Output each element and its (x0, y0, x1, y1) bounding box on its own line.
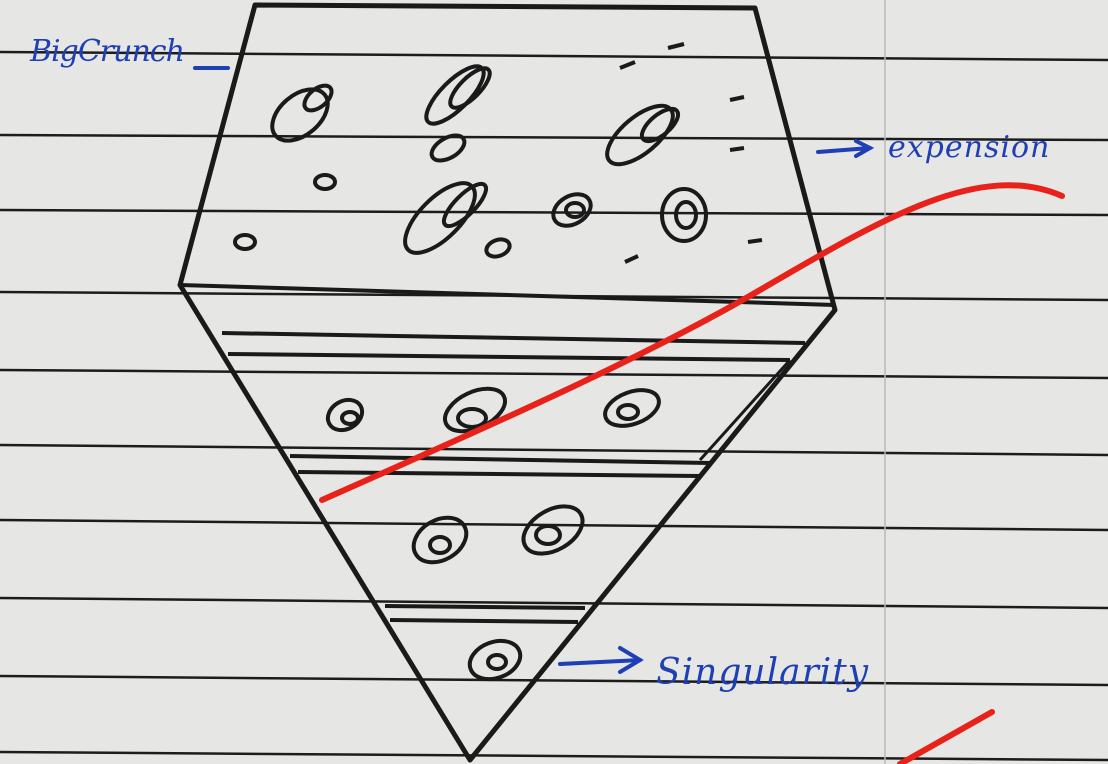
ruled-line (0, 368, 1108, 380)
singularity-arrowhead-icon (618, 646, 644, 674)
ruled-line (0, 750, 1108, 762)
big-crunch-label: BigCrunch (30, 34, 185, 69)
galaxies-middle (325, 386, 661, 682)
red-slash (897, 709, 995, 764)
ruled-line (0, 518, 1108, 532)
singularity-label: Singularity (656, 652, 870, 693)
ruled-line (0, 50, 1108, 62)
ruled-line (0, 133, 1108, 142)
singularity-arrow-icon (558, 658, 642, 666)
expansion-arrow-icon (816, 146, 872, 154)
ruled-line (0, 443, 1108, 457)
red-marker-strokes (319, 182, 1065, 764)
ink-arrows (193, 66, 875, 674)
expansion-arrowhead-icon (854, 139, 875, 158)
ruled-line (0, 596, 1108, 610)
universe-shape (177, 2, 838, 763)
red-curve (319, 182, 1065, 503)
ruled-line (0, 674, 1108, 687)
expansion-label: expension (888, 130, 1051, 165)
galaxies-top (233, 42, 763, 264)
